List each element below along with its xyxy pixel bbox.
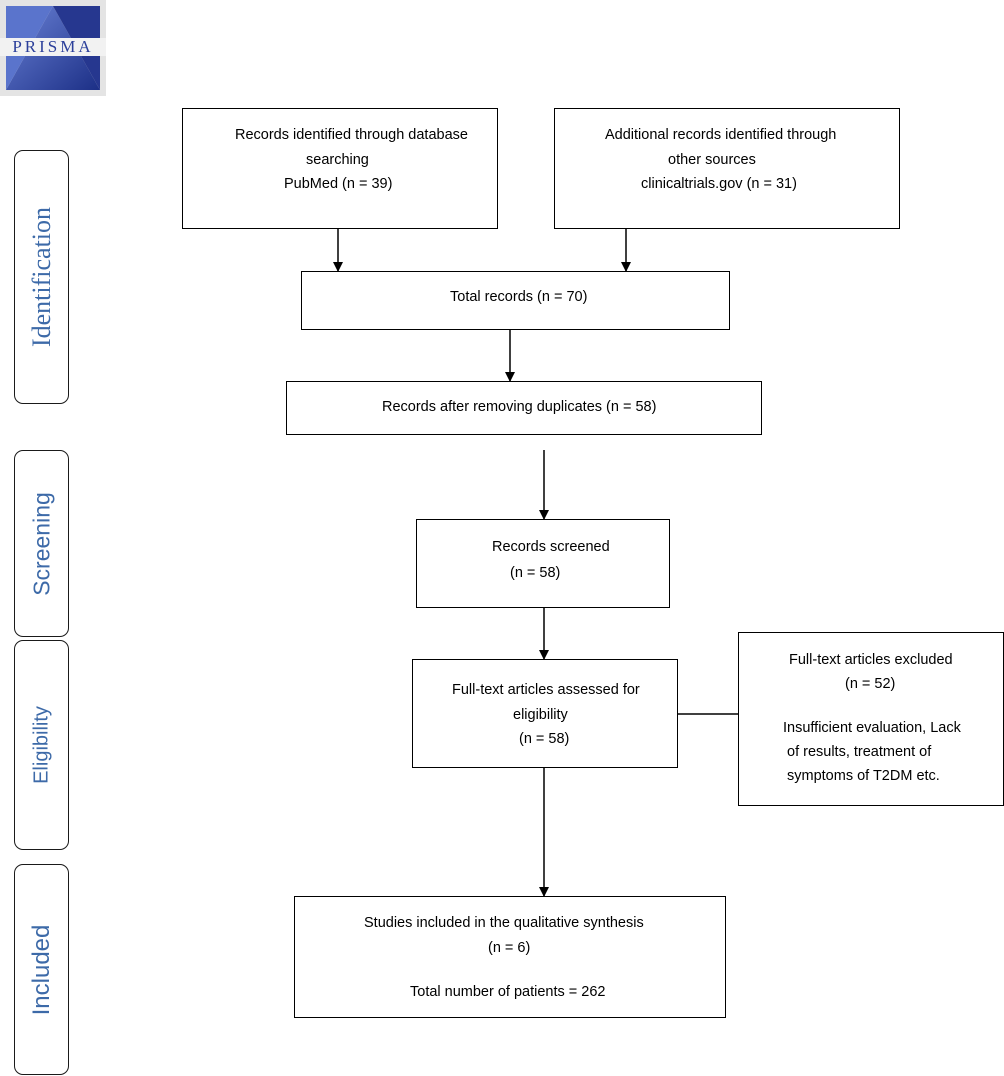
box-total-records: Total records (n = 70) bbox=[301, 271, 730, 330]
box-text-line: (n = 58) bbox=[519, 731, 570, 747]
box-records-screened: Records screened (n = 58) bbox=[416, 519, 670, 608]
box-fulltext-excluded: Full-text articles excluded (n = 52) Ins… bbox=[738, 632, 1004, 806]
logo-wordmark: PRISMA bbox=[0, 38, 106, 56]
prisma-logo: PRISMA bbox=[0, 0, 106, 96]
box-text-line: Total number of patients = 262 bbox=[410, 984, 606, 1000]
box-text-line: symptoms of T2DM etc. bbox=[787, 768, 940, 784]
box-text-line: PubMed (n = 39) bbox=[284, 176, 393, 192]
phase-screening: Screening bbox=[14, 450, 69, 637]
box-fulltext-assessed: Full-text articles assessed for eligibil… bbox=[412, 659, 678, 768]
box-text-line: (n = 6) bbox=[488, 940, 531, 956]
box-text-line: (n = 52) bbox=[845, 676, 896, 692]
box-text-line: Records after removing duplicates (n = 5… bbox=[382, 399, 657, 415]
box-text-line: Records identified through database bbox=[235, 127, 468, 143]
box-text-line: searching bbox=[306, 152, 369, 168]
box-text-line: Insufficient evaluation, Lack bbox=[783, 720, 961, 736]
box-studies-included: Studies included in the qualitative synt… bbox=[294, 896, 726, 1018]
box-other-sources: Additional records identified through ot… bbox=[554, 108, 900, 229]
box-text-line: eligibility bbox=[513, 707, 568, 723]
box-text-line: (n = 58) bbox=[510, 565, 561, 581]
box-text-line: clinicaltrials.gov (n = 31) bbox=[641, 176, 797, 192]
box-text-line: other sources bbox=[668, 152, 756, 168]
box-text-line: Studies included in the qualitative synt… bbox=[364, 915, 644, 931]
box-text-line: Records screened bbox=[492, 539, 610, 555]
phase-eligibility: Eligibility bbox=[14, 640, 69, 850]
box-text-line: Full-text articles assessed for bbox=[452, 682, 640, 698]
box-text-line: Full-text articles excluded bbox=[789, 652, 953, 668]
box-after-duplicates: Records after removing duplicates (n = 5… bbox=[286, 381, 762, 435]
box-text-line: of results, treatment of bbox=[787, 744, 932, 760]
box-text-line: Additional records identified through bbox=[605, 127, 837, 143]
phase-identification: Identification bbox=[14, 150, 69, 404]
phase-included: Included bbox=[14, 864, 69, 1075]
box-text-line: Total records (n = 70) bbox=[450, 289, 588, 305]
box-database-records: Records identified through database sear… bbox=[182, 108, 498, 229]
